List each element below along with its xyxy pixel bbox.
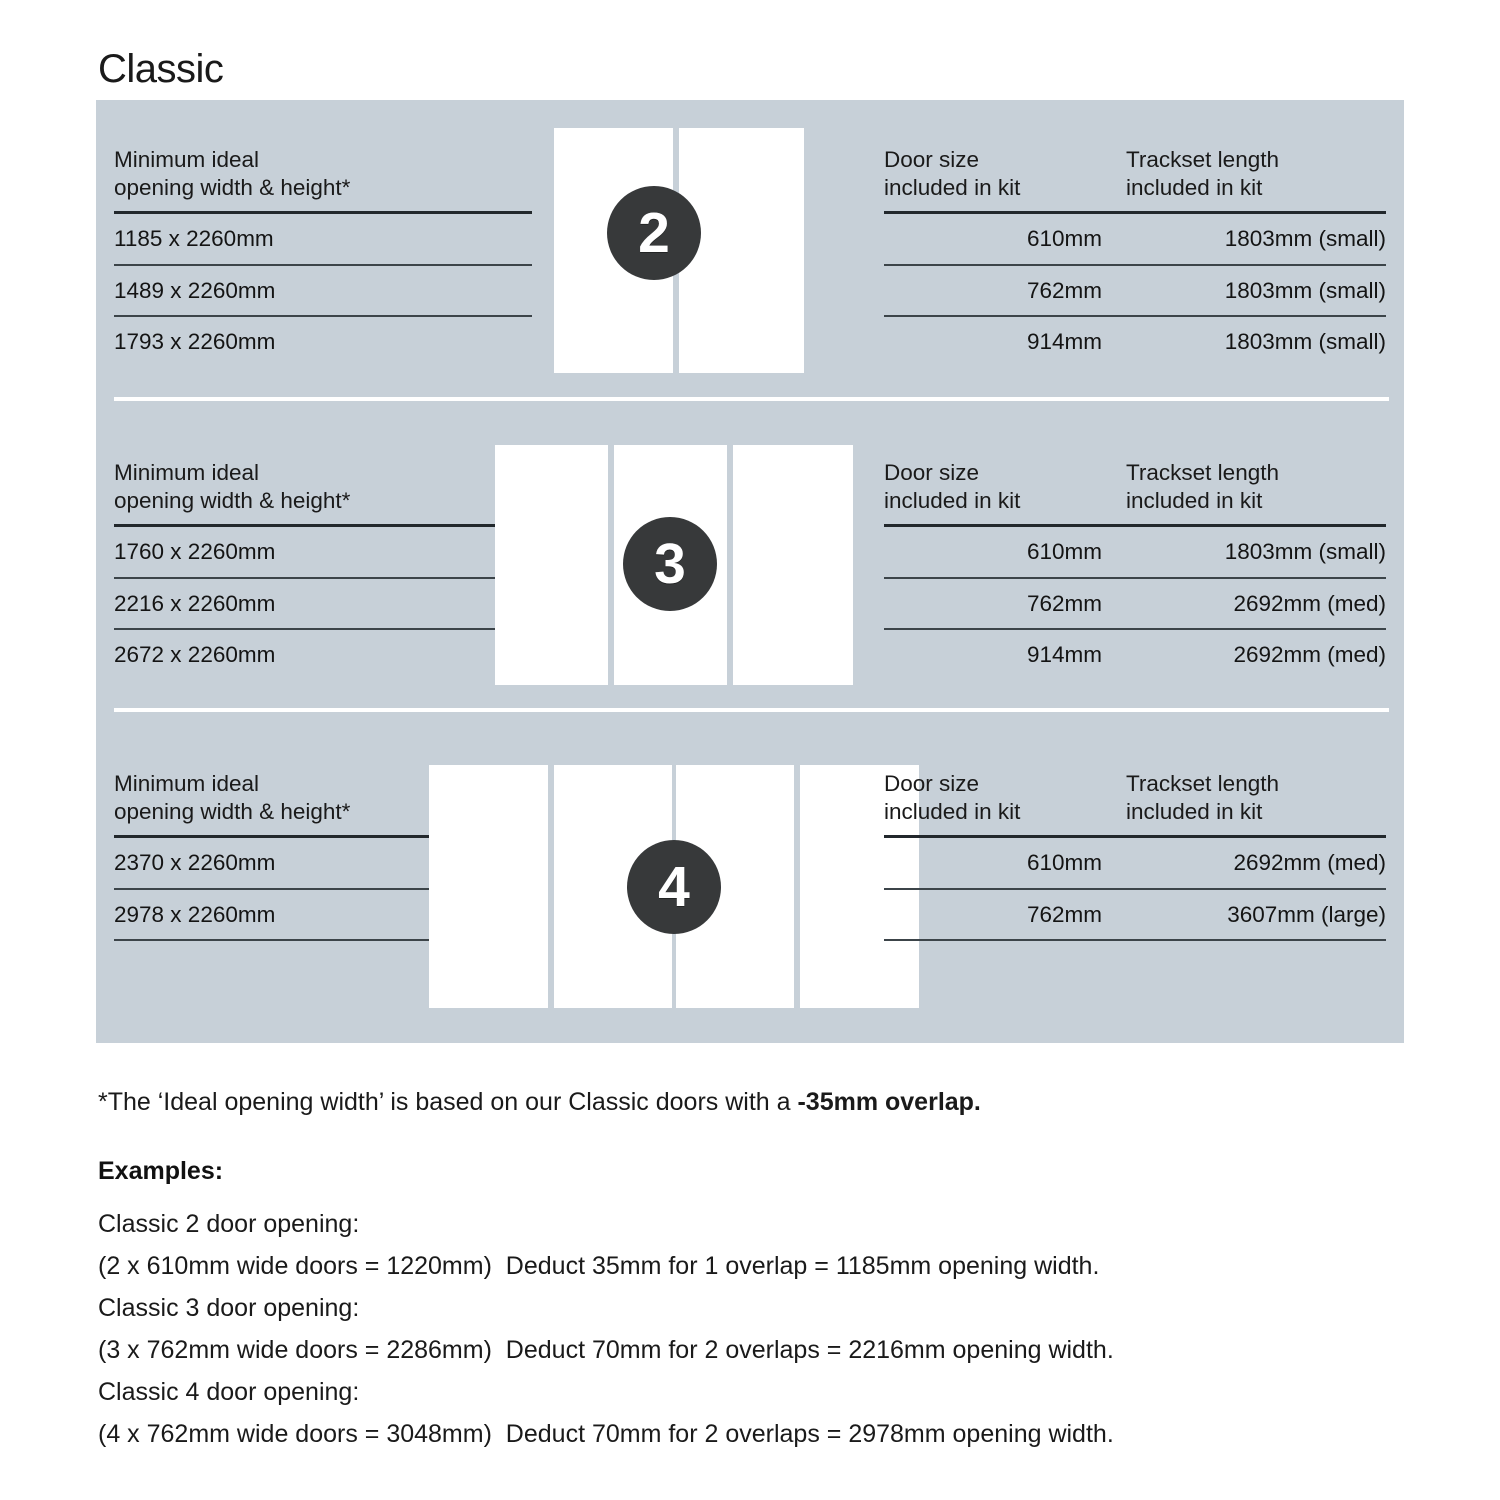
footnote: *The ‘Ideal opening width’ is based on o… (98, 1086, 981, 1118)
table-row: 610mm 1803mm (small) (884, 527, 1386, 577)
cell-trackset: 2692mm (med) (1233, 642, 1386, 667)
table-row: 762mm 2692mm (med) (884, 579, 1386, 629)
table-rule (884, 628, 1386, 630)
cell-door-size: 610mm (1026, 539, 1102, 564)
kit-contents-table: Door size included in kit Trackset lengt… (884, 459, 1386, 680)
kit-table-header: Door size included in kit Trackset lengt… (884, 146, 1386, 202)
page-title: Classic (98, 46, 224, 91)
footnote-emphasis: -35mm overlap. (797, 1088, 981, 1116)
kit-contents-table: Door size included in kit Trackset lengt… (884, 146, 1386, 367)
opening-size-table: Minimum ideal opening width & height* 23… (114, 770, 532, 941)
cell-door-size: 914mm (1026, 329, 1102, 354)
example-line: (4 x 762mm wide doors = 3048mm) Deduct 7… (98, 1420, 1114, 1448)
door-size-header: Door size included in kit (884, 771, 1021, 824)
examples-heading: Examples: (98, 1157, 224, 1185)
table-cell-opening: 1793 x 2260mm (114, 329, 276, 354)
cell-door-size: 610mm (1026, 850, 1102, 875)
table-cell-opening: 2216 x 2260mm (114, 590, 276, 616)
cell-door-size: 762mm (1026, 277, 1102, 303)
door-illustration-3: 3 (495, 445, 865, 685)
door-panel (800, 765, 919, 1008)
panel-divider (114, 708, 1389, 712)
table-rule (114, 263, 532, 266)
cell-door-size: 762mm (1026, 590, 1102, 616)
example-line: Classic 2 door opening: (98, 1210, 360, 1238)
table-rule (114, 315, 532, 317)
table-rule (884, 835, 1386, 838)
table-rule (114, 576, 532, 579)
cell-door-size: 914mm (1026, 642, 1102, 667)
door-count-badge: 3 (623, 517, 717, 611)
cell-door-size: 762mm (1026, 901, 1102, 927)
door-panel (733, 445, 853, 685)
table-cell-opening: 2672 x 2260mm (114, 642, 276, 667)
cell-trackset: 1803mm (small) (1224, 329, 1386, 354)
section-2-door: Minimum ideal opening width & height* 11… (96, 100, 1404, 397)
table-rule (884, 887, 1386, 890)
table-rule (114, 939, 532, 941)
cell-trackset: 1803mm (small) (1224, 226, 1386, 251)
door-panel (495, 445, 608, 685)
examples-list: Classic 2 door opening: (2 x 610mm wide … (98, 1203, 1428, 1455)
door-panel (679, 128, 804, 373)
table-rule (884, 263, 1386, 266)
table-row: 762mm 3607mm (large) (884, 890, 1386, 940)
table-rule (884, 576, 1386, 579)
door-size-header: Door size included in kit (884, 147, 1021, 200)
table-rule (114, 211, 532, 214)
table-rule (114, 835, 532, 838)
opening-size-table: Minimum ideal opening width & height* 17… (114, 459, 532, 680)
table-rule (884, 524, 1386, 527)
table-cell-opening: 1489 x 2260mm (114, 277, 276, 303)
door-illustration-4: 4 (429, 765, 919, 1008)
table-rule (114, 628, 532, 630)
table-row: 762mm 1803mm (small) (884, 266, 1386, 316)
spec-panel: Minimum ideal opening width & height* 11… (96, 100, 1404, 1043)
cell-trackset: 3607mm (large) (1227, 901, 1386, 927)
table-cell-opening: 2978 x 2260mm (114, 901, 276, 927)
door-count-badge: 2 (607, 186, 701, 280)
kit-contents-table: Door size included in kit Trackset lengt… (884, 770, 1386, 941)
opening-size-header: Minimum ideal opening width & height* (114, 147, 351, 200)
table-row: 914mm 2692mm (med) (884, 630, 1386, 680)
door-size-header: Door size included in kit (884, 460, 1021, 513)
table-cell-opening: 2370 x 2260mm (114, 850, 276, 875)
trackset-header: Trackset length included in kit (1126, 460, 1279, 513)
panel-divider (114, 397, 1389, 401)
table-row: 610mm 2692mm (med) (884, 838, 1386, 888)
kit-table-header: Door size included in kit Trackset lengt… (884, 770, 1386, 826)
example-line: (3 x 762mm wide doors = 2286mm) Deduct 7… (98, 1336, 1114, 1364)
cell-trackset: 2692mm (med) (1233, 590, 1386, 616)
example-line: (2 x 610mm wide doors = 1220mm) Deduct 3… (98, 1252, 1100, 1280)
table-cell-opening: 1185 x 2260mm (114, 226, 274, 251)
cell-trackset: 1803mm (small) (1224, 539, 1386, 564)
table-rule (114, 524, 532, 527)
door-count-badge: 4 (627, 840, 721, 934)
table-rule (114, 887, 532, 890)
kit-table-header: Door size included in kit Trackset lengt… (884, 459, 1386, 515)
door-illustration-2: 2 (554, 128, 804, 373)
opening-size-header: Minimum ideal opening width & height* (114, 460, 351, 513)
section-4-door: Minimum ideal opening width & height* 23… (96, 712, 1404, 1043)
opening-size-header: Minimum ideal opening width & height* (114, 771, 351, 824)
table-row: 914mm 1803mm (small) (884, 317, 1386, 367)
table-cell-opening: 1760 x 2260mm (114, 539, 276, 564)
section-3-door: Minimum ideal opening width & height* 17… (96, 401, 1404, 708)
trackset-header: Trackset length included in kit (1126, 771, 1279, 824)
trackset-header: Trackset length included in kit (1126, 147, 1279, 200)
cell-trackset: 1803mm (small) (1224, 277, 1386, 303)
table-rule (884, 939, 1386, 941)
example-line: Classic 3 door opening: (98, 1294, 360, 1322)
example-line: Classic 4 door opening: (98, 1378, 360, 1406)
footnote-text: *The ‘Ideal opening width’ is based on o… (98, 1088, 798, 1116)
table-rule (884, 211, 1386, 214)
table-rule (884, 315, 1386, 317)
door-panel (429, 765, 548, 1008)
cell-trackset: 2692mm (med) (1233, 850, 1386, 875)
cell-door-size: 610mm (1026, 226, 1102, 251)
table-row: 610mm 1803mm (small) (884, 214, 1386, 264)
opening-size-table: Minimum ideal opening width & height* 11… (114, 146, 532, 367)
